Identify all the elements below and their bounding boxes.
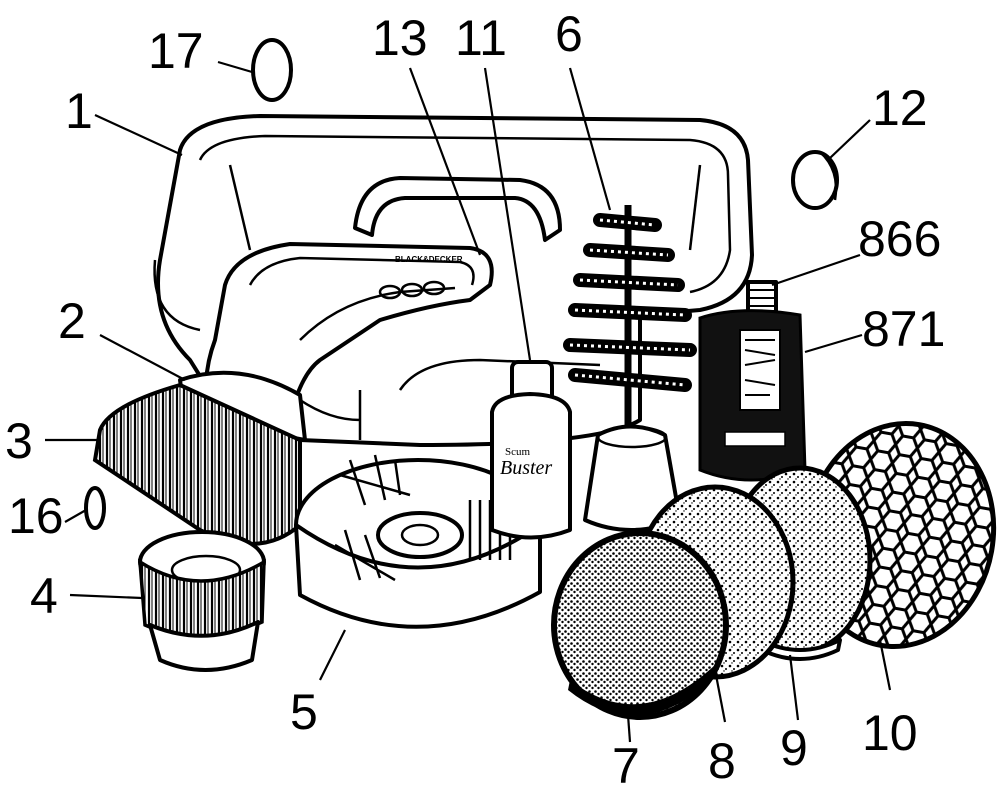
callout-16: 16 xyxy=(8,488,64,544)
concentrate-bottle xyxy=(698,280,807,482)
callout-2: 2 xyxy=(58,293,86,349)
bottle-brand-line2: Buster xyxy=(500,457,552,479)
small-o-ring xyxy=(84,486,106,530)
callout-12: 12 xyxy=(872,80,928,136)
leader-lines xyxy=(45,60,892,743)
callout-11: 11 xyxy=(455,10,507,66)
callout-6: 6 xyxy=(555,6,583,62)
pad-7 xyxy=(551,530,729,720)
round-bristle-attachment xyxy=(137,530,266,672)
callout-9: 9 xyxy=(780,720,808,776)
bottle-brand-line1: Scum xyxy=(505,446,531,458)
callout-4: 4 xyxy=(30,568,58,624)
callout-8: 8 xyxy=(708,733,736,789)
cleaner-bottle: Scum Buster xyxy=(490,360,572,540)
accessory-tray xyxy=(294,454,542,629)
callout-17: 17 xyxy=(148,23,204,79)
bottle-brush xyxy=(563,205,697,532)
callout-871: 871 xyxy=(862,301,945,357)
large-o-ring xyxy=(251,38,293,102)
callout-13: 13 xyxy=(372,10,428,66)
callout-1: 1 xyxy=(65,83,93,139)
callout-labels: 17 1 2 3 16 4 5 13 11 6 12 866 871 7 8 9… xyxy=(5,6,945,794)
callout-5: 5 xyxy=(290,684,318,740)
callout-866: 866 xyxy=(858,211,941,267)
callout-7: 7 xyxy=(612,738,640,794)
callout-3: 3 xyxy=(5,413,33,469)
small-cap xyxy=(791,150,839,210)
device-brand-label: BLACK&DECKER xyxy=(395,255,463,264)
callout-10: 10 xyxy=(862,705,918,761)
